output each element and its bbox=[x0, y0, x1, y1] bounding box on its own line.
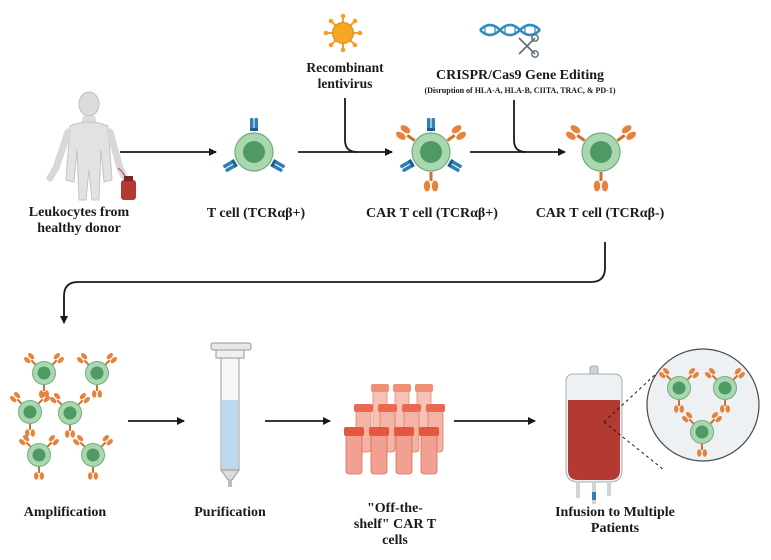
arrow-lentivirus-merge bbox=[344, 98, 358, 153]
label-off-the-shelf: "Off-the- shelf" CAR T cells bbox=[345, 501, 445, 549]
label-infusion-line1: Infusion to Multiple bbox=[555, 505, 675, 520]
label-infusion-line2: Patients bbox=[590, 521, 640, 537]
scissors-icon bbox=[518, 34, 539, 58]
label-off-the-shelf-line2: shelf" CAR T bbox=[353, 517, 437, 533]
label-off-the-shelf-line1: "Off-the- bbox=[367, 501, 423, 516]
car-t-cell-tcr-negative bbox=[564, 123, 638, 192]
virus-icon bbox=[323, 13, 363, 53]
purification-column-icon bbox=[210, 342, 252, 487]
t-cell bbox=[222, 118, 286, 173]
zoom-line-bottom bbox=[603, 421, 665, 471]
label-donor-line1: Leukocytes from bbox=[28, 205, 130, 220]
label-lentivirus-line2: lentivirus bbox=[317, 75, 373, 91]
car-t-cell-tcr-positive bbox=[394, 118, 468, 192]
label-amplification: Amplification bbox=[23, 505, 107, 520]
label-donor: Leukocytes from healthy donor bbox=[20, 205, 138, 237]
human-figure-icon bbox=[46, 91, 128, 201]
label-car-t-negative: CAR T cell (TCRαβ-) bbox=[535, 206, 665, 221]
dna-helix-icon bbox=[479, 23, 541, 37]
arrow-to-amplification bbox=[60, 242, 606, 324]
label-donor-line2: healthy donor bbox=[37, 221, 121, 237]
label-car-t-positive: CAR T cell (TCRαβ+) bbox=[366, 206, 498, 221]
label-lentivirus-line1: Recombinant bbox=[306, 60, 384, 75]
label-infusion: Infusion to Multiple Patients bbox=[540, 505, 690, 537]
magnified-cells-circle bbox=[646, 348, 760, 462]
label-t-cell: T cell (TCRαβ+) bbox=[206, 206, 306, 221]
iv-bag-icon bbox=[565, 365, 623, 504]
amplified-cells-group bbox=[9, 352, 118, 480]
label-purification: Purification bbox=[194, 505, 266, 520]
label-crispr-subtitle: (Disruption of HLA-A, HLA-B, CIITA, TRAC… bbox=[424, 86, 616, 95]
label-off-the-shelf-line3: cells bbox=[382, 533, 408, 549]
cell-tubes-icon bbox=[344, 384, 445, 475]
label-crispr-title: CRISPR/Cas9 Gene Editing bbox=[435, 68, 605, 83]
arrow-crispr-merge bbox=[513, 100, 527, 153]
label-lentivirus: Recombinant lentivirus bbox=[290, 60, 400, 91]
blood-bag-icon bbox=[121, 176, 136, 200]
zoom-line-top bbox=[603, 371, 659, 423]
